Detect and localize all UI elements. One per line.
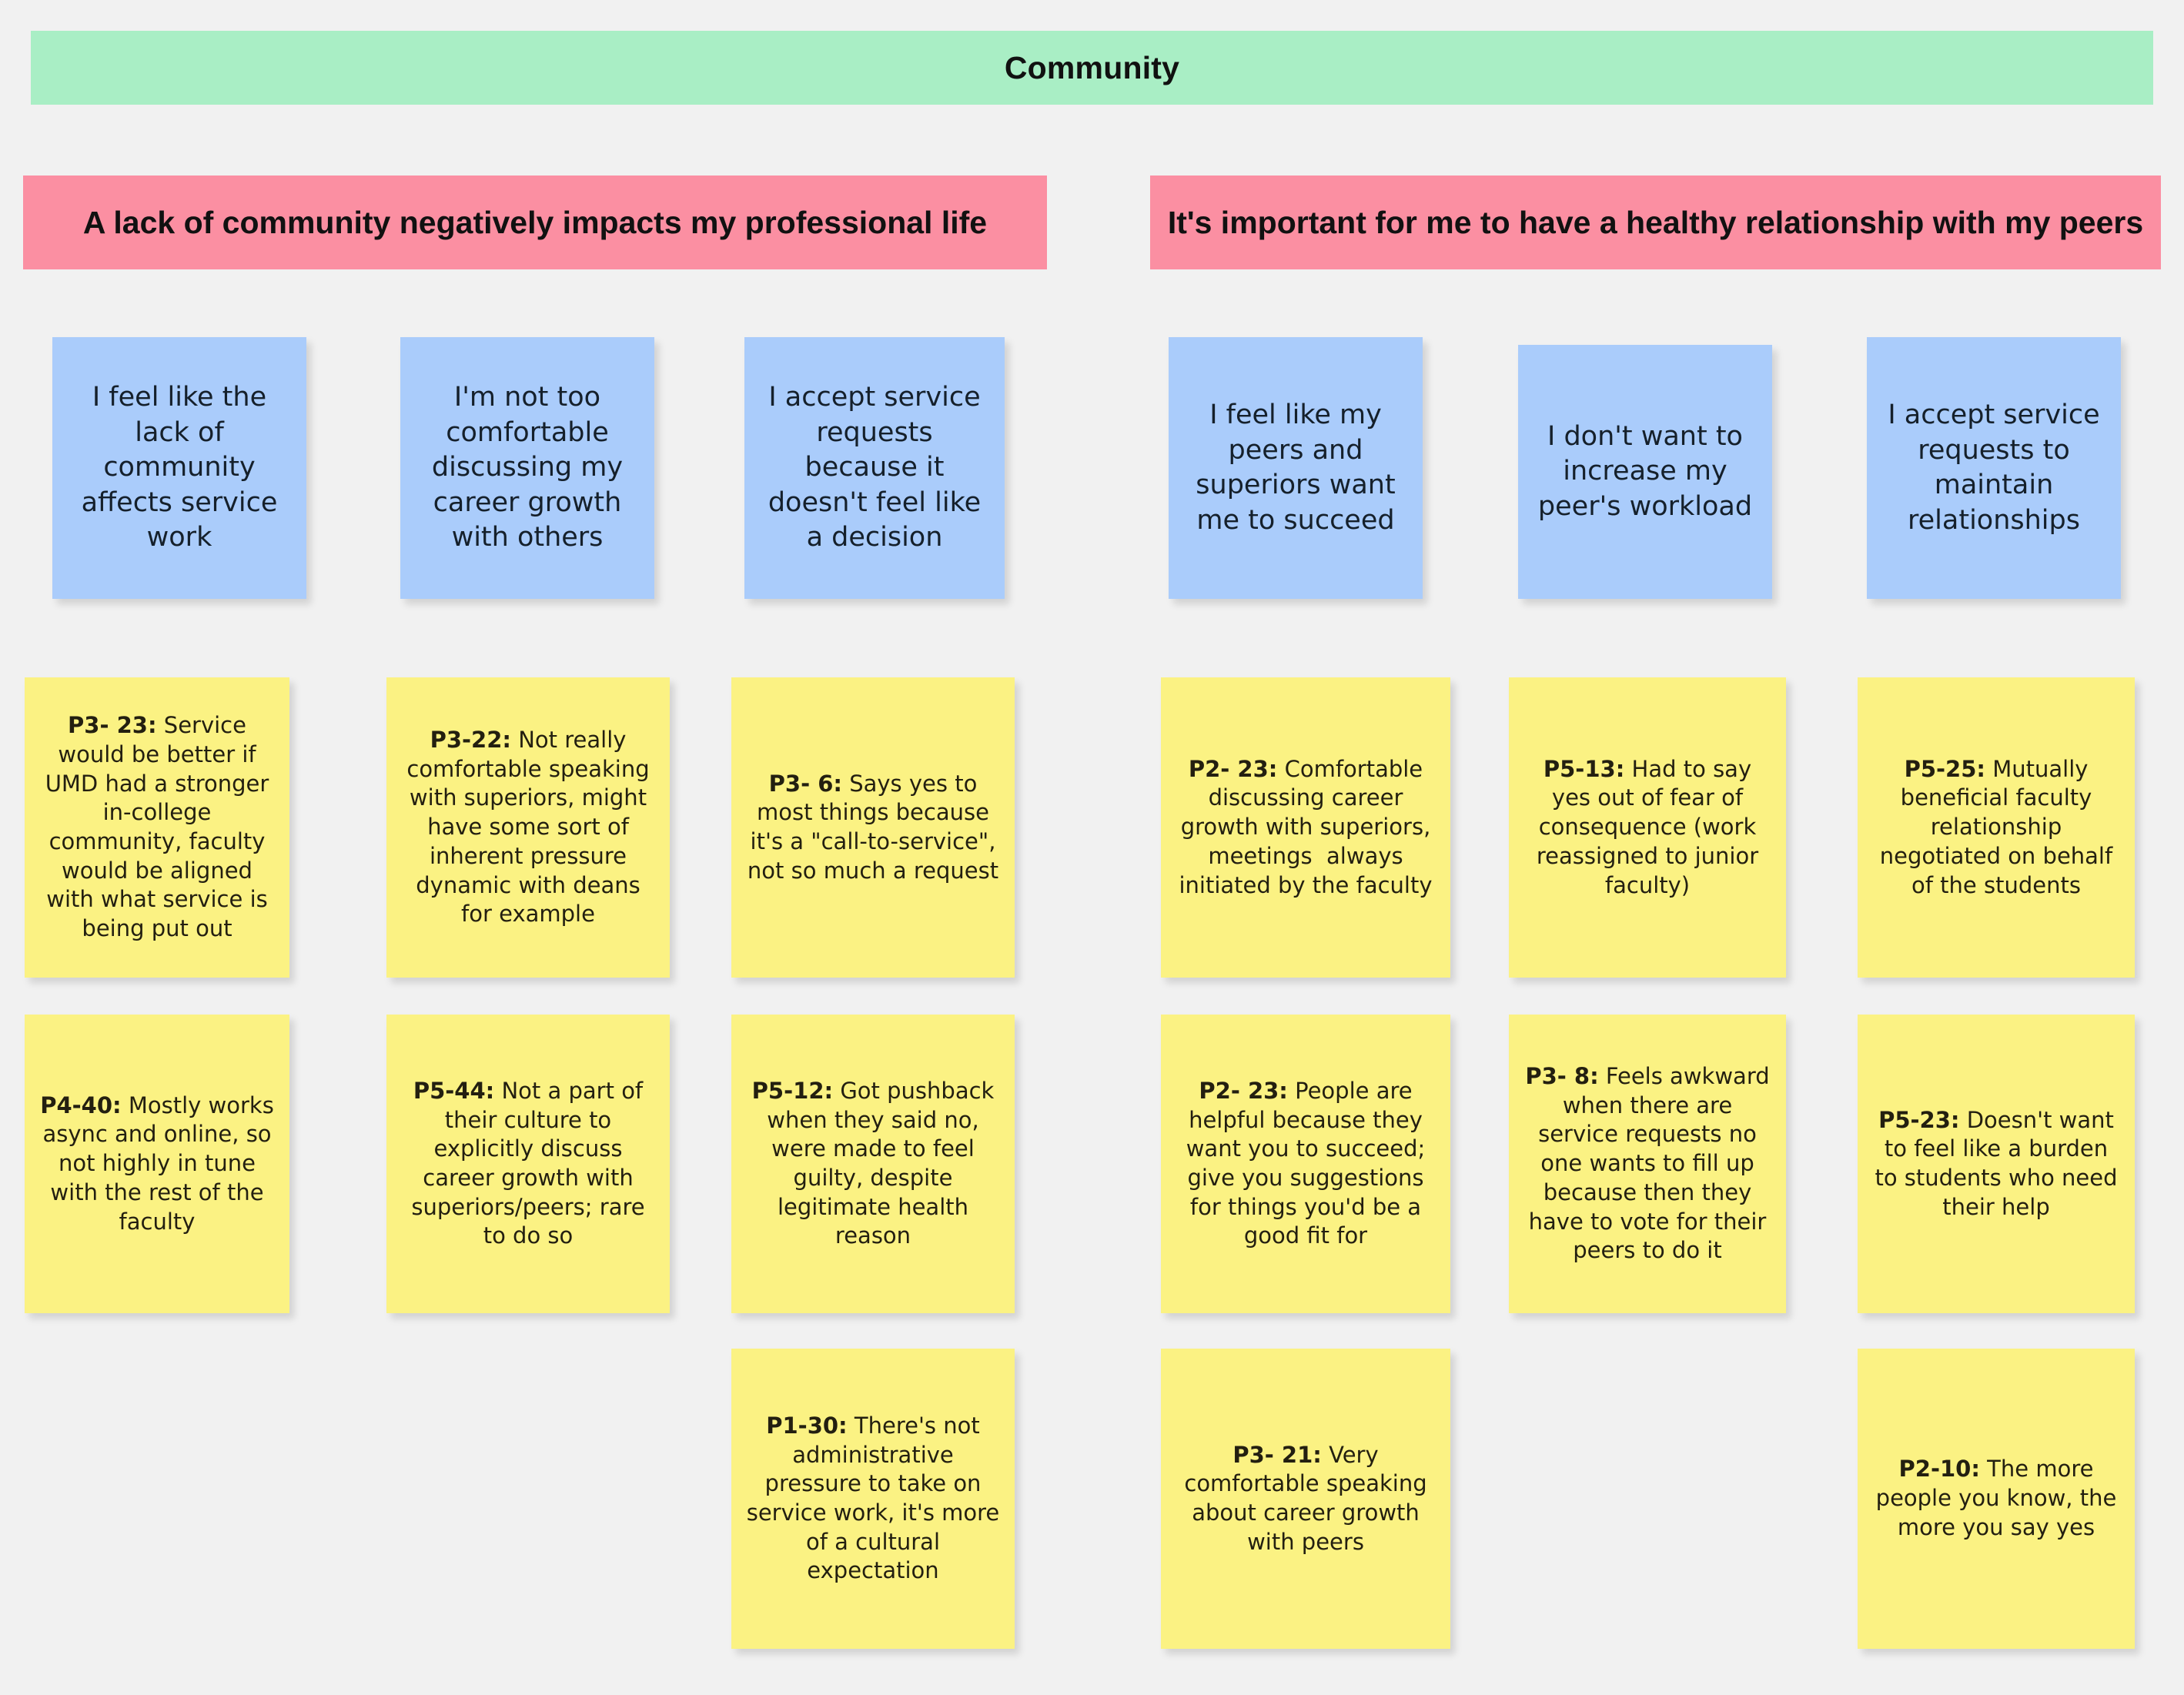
quote-body: Very comfortable speaking about career g… [1184,1441,1434,1555]
quote-note-text: P5-12: Got pushback when they said no, w… [744,1077,1002,1251]
quote-body: The more people you know, the more you s… [1875,1456,2124,1540]
insight-note[interactable]: I don't want to increase my peer's workl… [1518,345,1772,599]
quote-note-text: P3- 6: Says yes to most things because i… [744,770,1002,886]
quote-speaker: P2- 23: [1199,1077,1288,1104]
insight-note-text: I accept service requests to maintain re… [1888,400,2109,536]
quote-note[interactable]: P5-25: Mutually beneficial faculty relat… [1858,677,2135,978]
theme-banner-label: Community [1004,49,1180,85]
insight-note-text: I don't want to increase my peer's workl… [1537,420,1753,522]
quote-note-text: P5-13: Had to say yes out of fear of con… [1521,755,1774,900]
insight-note-text: I feel like the lack of community affect… [81,382,286,553]
quote-body: Comfortable discussing career growth wit… [1179,755,1438,898]
quote-body: Mostly works async and online, so not hi… [42,1092,282,1235]
quote-body: Mutually beneficial faculty relationship… [1879,755,2120,898]
insight-note-text: I accept service requests because it doe… [768,382,990,553]
quote-note[interactable]: P4-40: Mostly works async and online, so… [25,1015,289,1313]
quote-note[interactable]: P3-22: Not really comfortable speaking w… [386,677,670,978]
quote-note[interactable]: P3- 8: Feels awkward when there are serv… [1509,1015,1786,1313]
quote-note[interactable]: P5-13: Had to say yes out of fear of con… [1509,677,1786,978]
quote-note-text: P2-10: The more people you know, the mor… [1870,1455,2122,1542]
theme-banner: Community [31,31,2153,105]
quote-body: Got pushback when they said no, were mad… [767,1077,1002,1249]
quote-speaker: P5-44: [413,1077,495,1104]
quote-speaker: P5-12: [751,1077,834,1104]
quote-note-text: P5-25: Mutually beneficial faculty relat… [1870,755,2122,900]
quote-note-text: P2- 23: People are helpful because they … [1173,1077,1438,1251]
quote-speaker: P4-40: [40,1092,122,1118]
quote-speaker: P3- 8: [1525,1063,1599,1090]
quote-body: Says yes to most things because it's a "… [747,770,1003,884]
quote-note-text: P3- 23: Service would be better if UMD h… [37,711,277,944]
quote-speaker: P1-30: [766,1412,848,1439]
insight-note-text: I'm not too comfortable discussing my ca… [431,382,632,553]
insight-note[interactable]: I feel like my peers and superiors want … [1169,337,1423,599]
quote-body: Had to say yes out of fear of consequenc… [1536,755,1766,898]
quote-note[interactable]: P2- 23: People are helpful because they … [1161,1015,1450,1313]
quote-speaker: P3-22: [430,727,511,754]
insight-note-text: I feel like my peers and superiors want … [1196,400,1404,536]
quote-note-text: P3- 8: Feels awkward when there are serv… [1521,1062,1774,1265]
quote-body: Feels awkward when there are service req… [1528,1063,1777,1264]
quote-body: Not really comfortable speaking with sup… [406,727,657,928]
insight-note[interactable]: I feel like the lack of community affect… [52,337,306,599]
insight-note[interactable]: I accept service requests because it doe… [744,337,1005,599]
group-header-left-label: A lack of community negatively impacts m… [82,204,988,240]
quote-note[interactable]: P3- 23: Service would be better if UMD h… [25,677,289,978]
insight-note[interactable]: I'm not too comfortable discussing my ca… [400,337,654,599]
quote-body: Service would be better if UMD had a str… [45,712,276,942]
quote-note[interactable]: P5-23: Doesn't want to feel like a burde… [1858,1015,2135,1313]
quote-speaker: P5-25: [1904,755,1985,782]
quote-body: People are helpful because they want you… [1186,1077,1433,1249]
quote-body: Not a part of their culture to explicitl… [411,1077,652,1249]
quote-speaker: P3- 23: [68,712,157,739]
quote-speaker: P3- 6: [768,770,842,797]
quote-note[interactable]: P2-10: The more people you know, the mor… [1858,1349,2135,1649]
quote-note[interactable]: P3- 6: Says yes to most things because i… [731,677,1015,978]
quote-note-text: P1-30: There's not administrative pressu… [744,1412,1002,1586]
quote-note-text: P4-40: Mostly works async and online, so… [37,1092,277,1236]
quote-note-text: P2- 23: Comfortable discussing career gr… [1173,755,1438,900]
quote-note-text: P3-22: Not really comfortable speaking w… [399,726,657,929]
quote-note[interactable]: P3- 21: Very comfortable speaking about … [1161,1349,1450,1649]
group-header-right-label: It's important for me to have a healthy … [1167,204,2144,240]
quote-speaker: P3- 21: [1232,1441,1322,1468]
quote-note[interactable]: P2- 23: Comfortable discussing career gr… [1161,677,1450,978]
quote-speaker: P2-10: [1898,1456,1980,1483]
quote-note-text: P5-44: Not a part of their culture to ex… [399,1077,657,1251]
quote-speaker: P5-23: [1878,1106,1960,1133]
quote-note-text: P3- 21: Very comfortable speaking about … [1173,1441,1438,1557]
insight-note[interactable]: I accept service requests to maintain re… [1867,337,2121,599]
quote-speaker: P5-13: [1543,755,1625,782]
quote-speaker: P2- 23: [1188,755,1278,782]
quote-note[interactable]: P5-12: Got pushback when they said no, w… [731,1015,1015,1313]
quote-note-text: P5-23: Doesn't want to feel like a burde… [1870,1106,2122,1222]
quote-note[interactable]: P5-44: Not a part of their culture to ex… [386,1015,670,1313]
group-header-left: A lack of community negatively impacts m… [23,176,1047,269]
group-header-right: It's important for me to have a healthy … [1150,176,2161,269]
quote-body: Doesn't want to feel like a burden to st… [1875,1106,2125,1220]
quote-body: There's not administrative pressure to t… [746,1412,1007,1584]
quote-note[interactable]: P1-30: There's not administrative pressu… [731,1349,1015,1649]
